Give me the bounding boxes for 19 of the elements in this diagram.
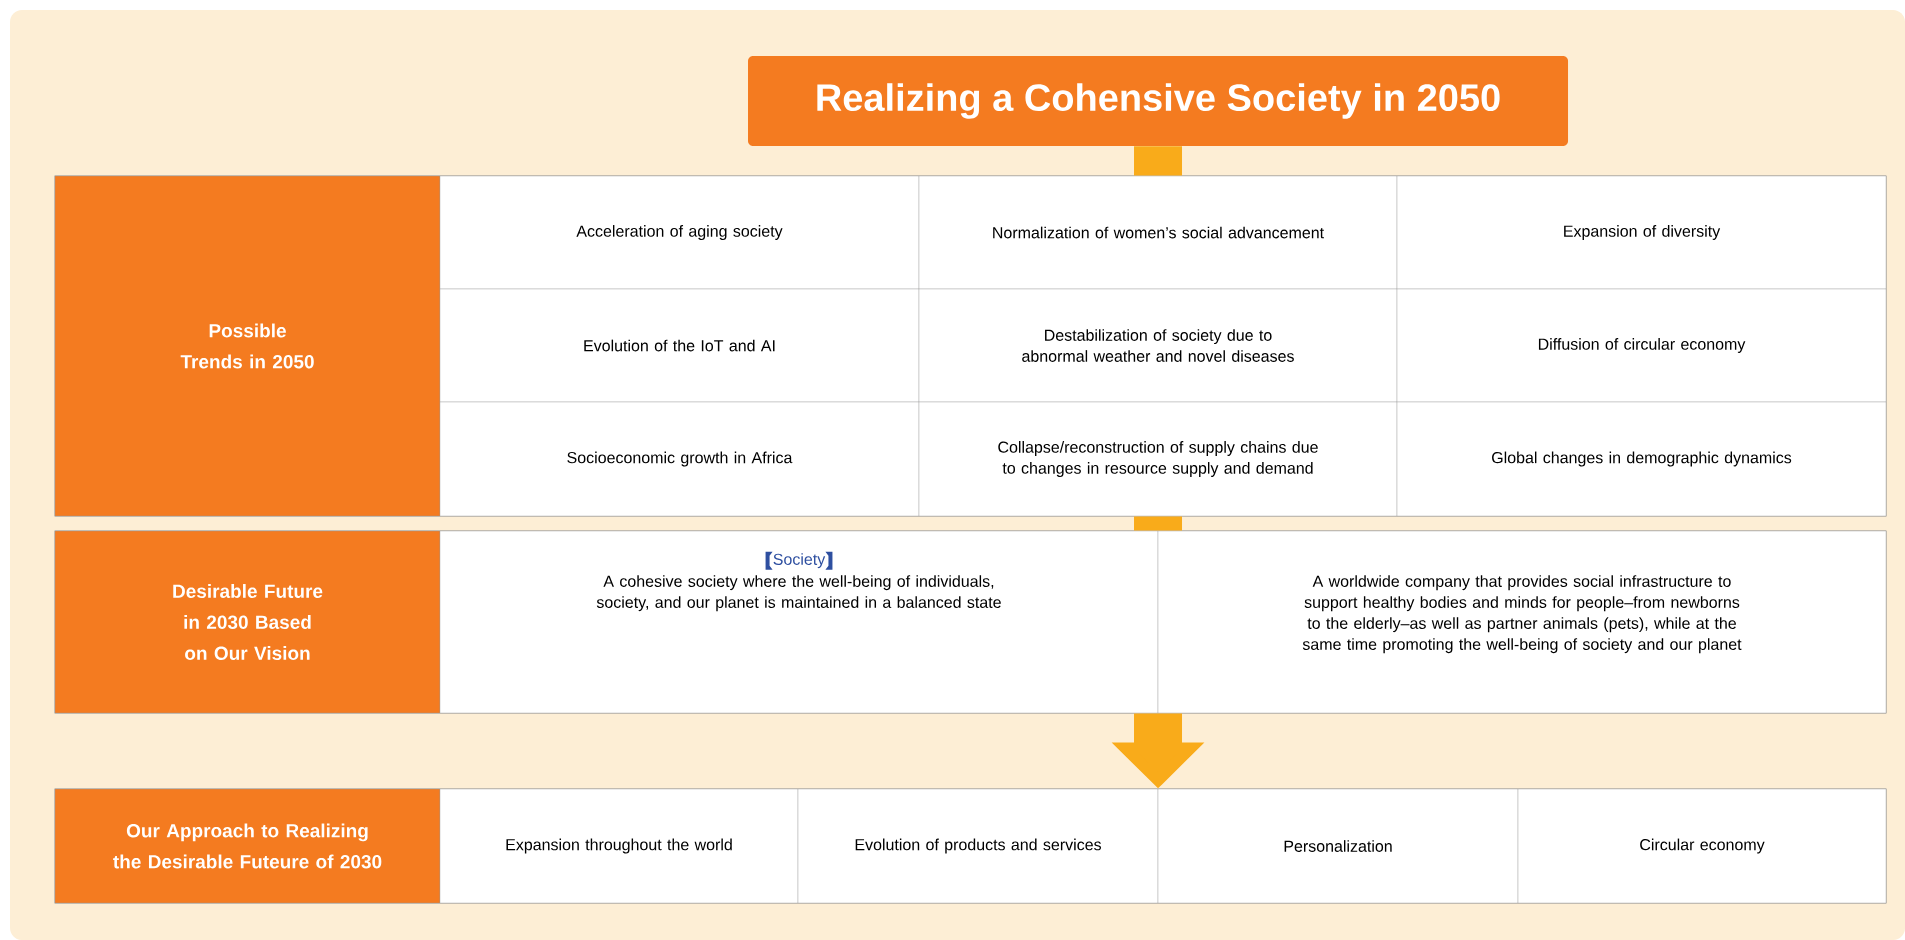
table-cell: Expansion throughout the world [439,788,799,904]
table-cell: Destabilization of society due to abnormal weather and novel diseases [918,288,1398,403]
table-cell: Expansion of diversity [1396,175,1887,290]
table-cell: Society A cohesive society where the well-being of individuals, society, and our planet is maintained in a balanced state [439,530,1159,714]
table-cell: Socioeconomic growth in Africa [439,401,920,517]
table-cell: Collapse/reconstruction of supply chains due to changes in resource supply and demand [918,401,1398,517]
table-cell: Diffusion of circular economy [1396,288,1887,403]
table-cell: Acceleration of aging society [439,175,920,290]
section-heading-box: Our Approach to Realizing the Desirable Futeure of 2030 [54,788,441,904]
table-cell: Global changes in demographic dynamics [1396,401,1887,517]
table-cell: Circular economy [1517,788,1887,904]
table-cell: Personalization [1157,788,1519,904]
section-heading-box: Possible Trends in 2050 [54,175,441,517]
table-cell: Evolution of products and services [797,788,1159,904]
table-cell: Normalization of women’s social advancement [918,175,1398,290]
section-heading-box: Desirable Future in 2030 Based on Our Vision [54,530,441,714]
table-cell: A worldwide company that provides social infrastructure to support healthy bodies and minds for people–from newborns to the elderly–as well as partner animals (pets), while at the same time promoting the well-being of society and our planet [1157,530,1887,714]
title-box: Realizing a Cohensive Society in 2050 [748,56,1568,146]
table-cell: Evolution of the IoT and AI [439,288,920,403]
